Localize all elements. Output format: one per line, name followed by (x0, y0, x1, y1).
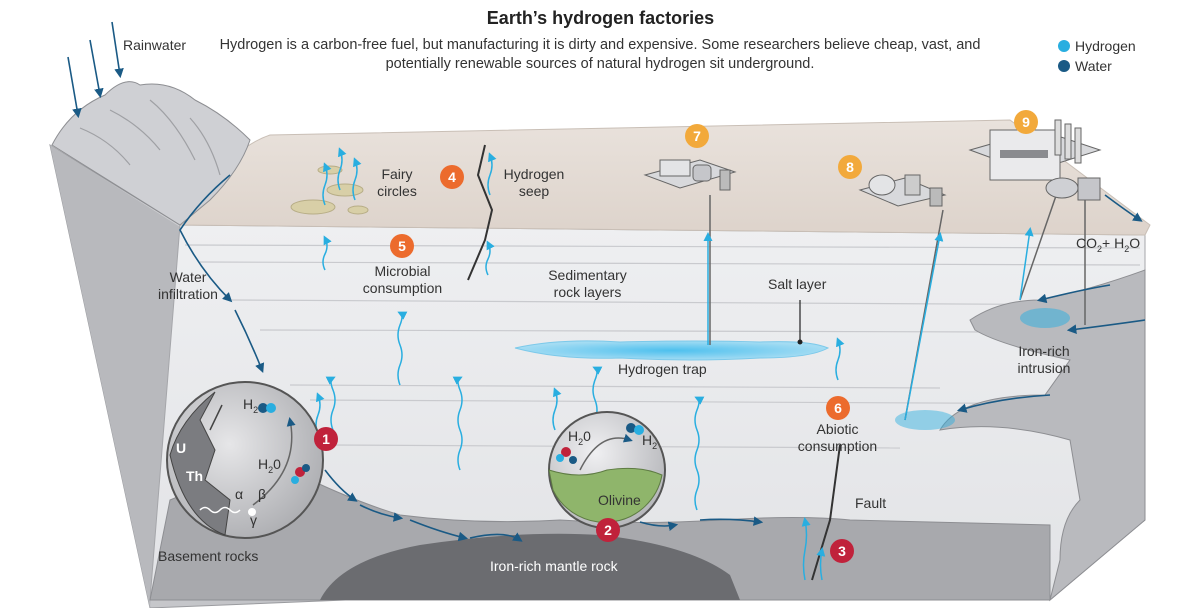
badge-8: 8 (838, 155, 862, 179)
legend-item-hydrogen: Hydrogen (1058, 36, 1136, 56)
badge-6: 6 (826, 396, 850, 420)
rainwater-label: Rainwater (123, 37, 187, 53)
badge-9: 9 (1014, 110, 1038, 134)
hydrogen-wavy-arrows (315, 147, 1034, 581)
legend-label: Water (1075, 58, 1112, 74)
water-dot-icon (1058, 60, 1070, 72)
inset-radiolysis (166, 381, 324, 539)
h2o-label: H20 (258, 456, 281, 475)
legend: Hydrogen Water (1058, 36, 1136, 76)
facility-7 (643, 159, 737, 191)
inset-serpentinization (548, 411, 666, 529)
badge-4: 4 (440, 165, 464, 189)
badge-7: 7 (685, 124, 709, 148)
abiotic-hydrogen-glow (895, 410, 955, 430)
mantle-rock-label: Iron-rich mantle rock (490, 558, 618, 574)
rain-arrows (67, 21, 124, 119)
badge-1: 1 (314, 427, 338, 451)
page-title: Earth’s hydrogen factories (486, 8, 715, 28)
hydrogen-dot-icon (1058, 40, 1070, 52)
thorium-label: Th (186, 468, 204, 484)
fault-label: Fault (855, 495, 887, 511)
gamma-label: γ (250, 512, 257, 528)
facility-8 (858, 174, 947, 207)
mantle-rock (320, 533, 740, 600)
page-subtitle: Hydrogen is a carbon-free fuel, but manu… (219, 37, 981, 72)
intrusion-hydrogen-glow (1020, 308, 1070, 328)
basement-rocks-label: Basement rocks (158, 548, 259, 564)
olivine-h2o-label: H20 (568, 428, 591, 447)
seep-fault (467, 144, 494, 281)
facility-9 (968, 119, 1102, 201)
olivine-h2-label: H2 (642, 432, 658, 451)
beta-label: β (258, 486, 267, 502)
left-side-rock (50, 145, 185, 608)
alpha-label: α (235, 486, 244, 502)
co2-h2o-label: CO2+ H2O (1076, 235, 1141, 254)
badge-2: 2 (596, 518, 620, 542)
water-flow-paths (179, 174, 1146, 542)
badge-5: 5 (390, 234, 414, 258)
hydrogen-trap-pool (514, 340, 830, 361)
fault-line (811, 444, 841, 581)
legend-label: Hydrogen (1075, 38, 1136, 54)
badge-3: 3 (830, 539, 854, 563)
hydrogen-trap-label: Hydrogen trap (618, 361, 707, 377)
olivine-label: Olivine (598, 492, 641, 508)
salt-layer-dot (797, 339, 803, 345)
uranium-label: U (176, 440, 187, 456)
mountain-ridges (79, 99, 221, 176)
h2-label: H2 (243, 396, 259, 415)
salt-layer-label: Salt layer (768, 276, 827, 292)
legend-item-water: Water (1058, 56, 1136, 76)
